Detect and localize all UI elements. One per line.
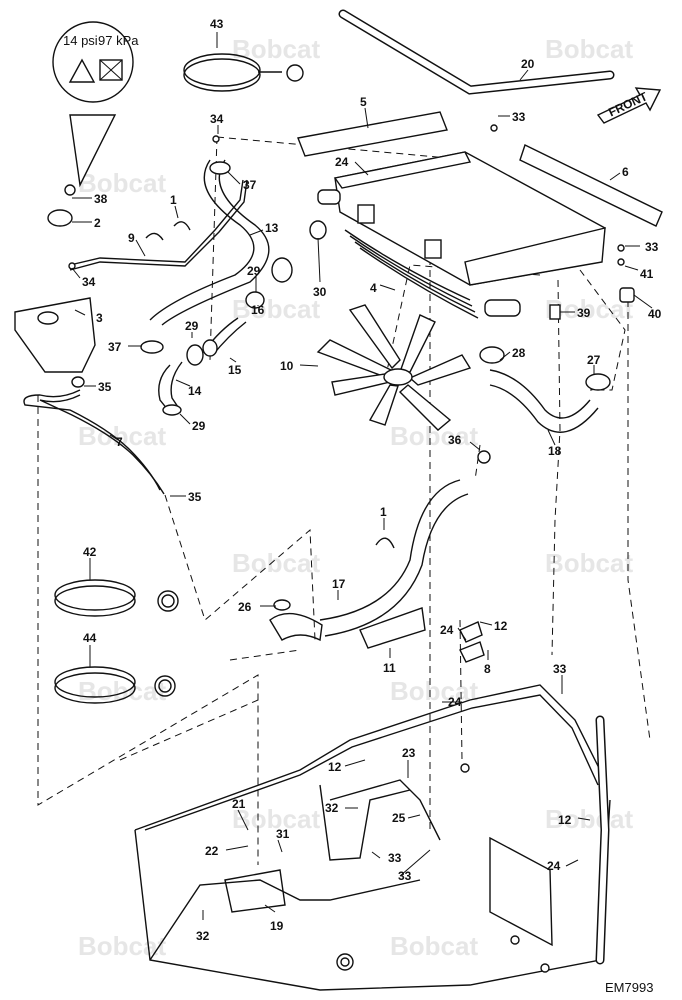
callout-29: 29: [247, 264, 261, 278]
callout-2: 2: [94, 216, 101, 230]
callout-9: 9: [128, 231, 135, 245]
callout-12: 12: [328, 760, 342, 774]
callout-40: 40: [648, 307, 662, 321]
part-3-coolant-tank: [14, 297, 96, 388]
part-8-mount: [459, 621, 485, 663]
callout-20: 20: [521, 57, 535, 71]
callout-41: 41: [640, 267, 654, 281]
front-label: FRONT: [606, 89, 650, 119]
callout-38: 38: [94, 192, 108, 206]
callout-30: 30: [313, 285, 327, 299]
part-43-hose-coil: [183, 53, 304, 92]
watermark: Bobcat: [232, 548, 320, 578]
callout-23: 23: [402, 746, 416, 760]
watermark: Bobcat: [545, 34, 633, 64]
watermark: Bobcat: [78, 168, 166, 198]
callout-29: 29: [185, 319, 199, 333]
callout-35: 35: [98, 380, 112, 394]
callout-29: 29: [192, 419, 206, 433]
callout-13: 13: [265, 221, 279, 235]
part-6-baffle: [519, 144, 663, 227]
callout-43: 43: [210, 17, 224, 31]
watermark: Bobcat: [232, 804, 320, 834]
callout-33: 33: [553, 662, 567, 676]
watermark: Bobcat: [78, 931, 166, 961]
callout-17: 17: [332, 577, 346, 591]
callout-5: 5: [360, 95, 367, 109]
callout-39: 39: [577, 306, 591, 320]
callout-24: 24: [335, 155, 349, 169]
callout-1: 1: [170, 193, 177, 207]
callout-12: 12: [558, 813, 572, 827]
radiator-assembly: [317, 151, 606, 319]
part-5-baffle: [297, 111, 448, 157]
callout-28: 28: [512, 346, 526, 360]
callout-11: 11: [383, 661, 396, 675]
callout-1: 1: [380, 505, 387, 519]
callout-8: 8: [484, 662, 491, 676]
clamps-and-fittings: [68, 124, 635, 611]
callout-19: 19: [270, 919, 284, 933]
watermark: Bobcat: [232, 294, 320, 324]
decal-pressure-kpa: 97 kPa: [98, 33, 139, 48]
leader-lines: [71, 32, 653, 920]
watermark: Bobcat: [232, 34, 320, 64]
chassis-frame: [134, 684, 611, 991]
callout-7: 7: [116, 435, 123, 449]
callout-22: 22: [205, 844, 219, 858]
callout-12: 12: [494, 619, 508, 633]
callout-37: 37: [108, 340, 122, 354]
callout-24: 24: [448, 695, 462, 709]
callout-14: 14: [188, 384, 202, 398]
callout-26: 26: [238, 600, 252, 614]
callout-32: 32: [196, 929, 210, 943]
callout-16: 16: [251, 303, 265, 317]
part-44-hose-coil: [54, 666, 176, 704]
callout-36: 36: [448, 433, 462, 447]
callout-3: 3: [96, 311, 103, 325]
coolant-hoses: [23, 159, 599, 642]
front-direction-arrow: FRONT: [596, 87, 662, 124]
callout-4: 4: [370, 281, 377, 295]
callout-35: 35: [188, 490, 202, 504]
decal-pressure-psi: 14 psi: [63, 33, 98, 48]
callout-37: 37: [243, 178, 257, 192]
callout-24: 24: [440, 623, 454, 637]
watermark: Bobcat: [390, 676, 478, 706]
callout-33: 33: [388, 851, 402, 865]
callout-6: 6: [622, 165, 629, 179]
callout-34: 34: [82, 275, 96, 289]
part-10-fan: [316, 304, 472, 431]
watermark: Bobcat: [78, 676, 166, 706]
callout-34: 34: [210, 112, 224, 126]
callout-21: 21: [232, 797, 246, 811]
callout-33: 33: [645, 240, 659, 254]
callout-15: 15: [228, 363, 242, 377]
callout-labels: 43 20 5 33 34 24 37 6 38 1 2 13 9 33 34 …: [82, 17, 662, 943]
watermark: Bobcat: [545, 548, 633, 578]
reference-code: EM7993: [605, 980, 653, 995]
callout-18: 18: [548, 444, 562, 458]
part-42-hose-coil: [54, 579, 179, 617]
callout-33: 33: [398, 869, 412, 883]
callout-31: 31: [276, 827, 290, 841]
callout-42: 42: [83, 545, 97, 559]
callout-24: 24: [547, 859, 561, 873]
warning-decal: 14 psi 97 kPa: [47, 21, 139, 227]
part-11-bracket: [359, 607, 426, 649]
callout-10: 10: [280, 359, 294, 373]
watermark: Bobcat: [390, 931, 478, 961]
part-20-rod: [338, 9, 615, 95]
callout-33: 33: [512, 110, 526, 124]
callout-32: 32: [325, 801, 339, 815]
callout-44: 44: [83, 631, 97, 645]
callout-25: 25: [392, 811, 406, 825]
callout-27: 27: [587, 353, 601, 367]
watermark: Bobcat: [545, 804, 633, 834]
